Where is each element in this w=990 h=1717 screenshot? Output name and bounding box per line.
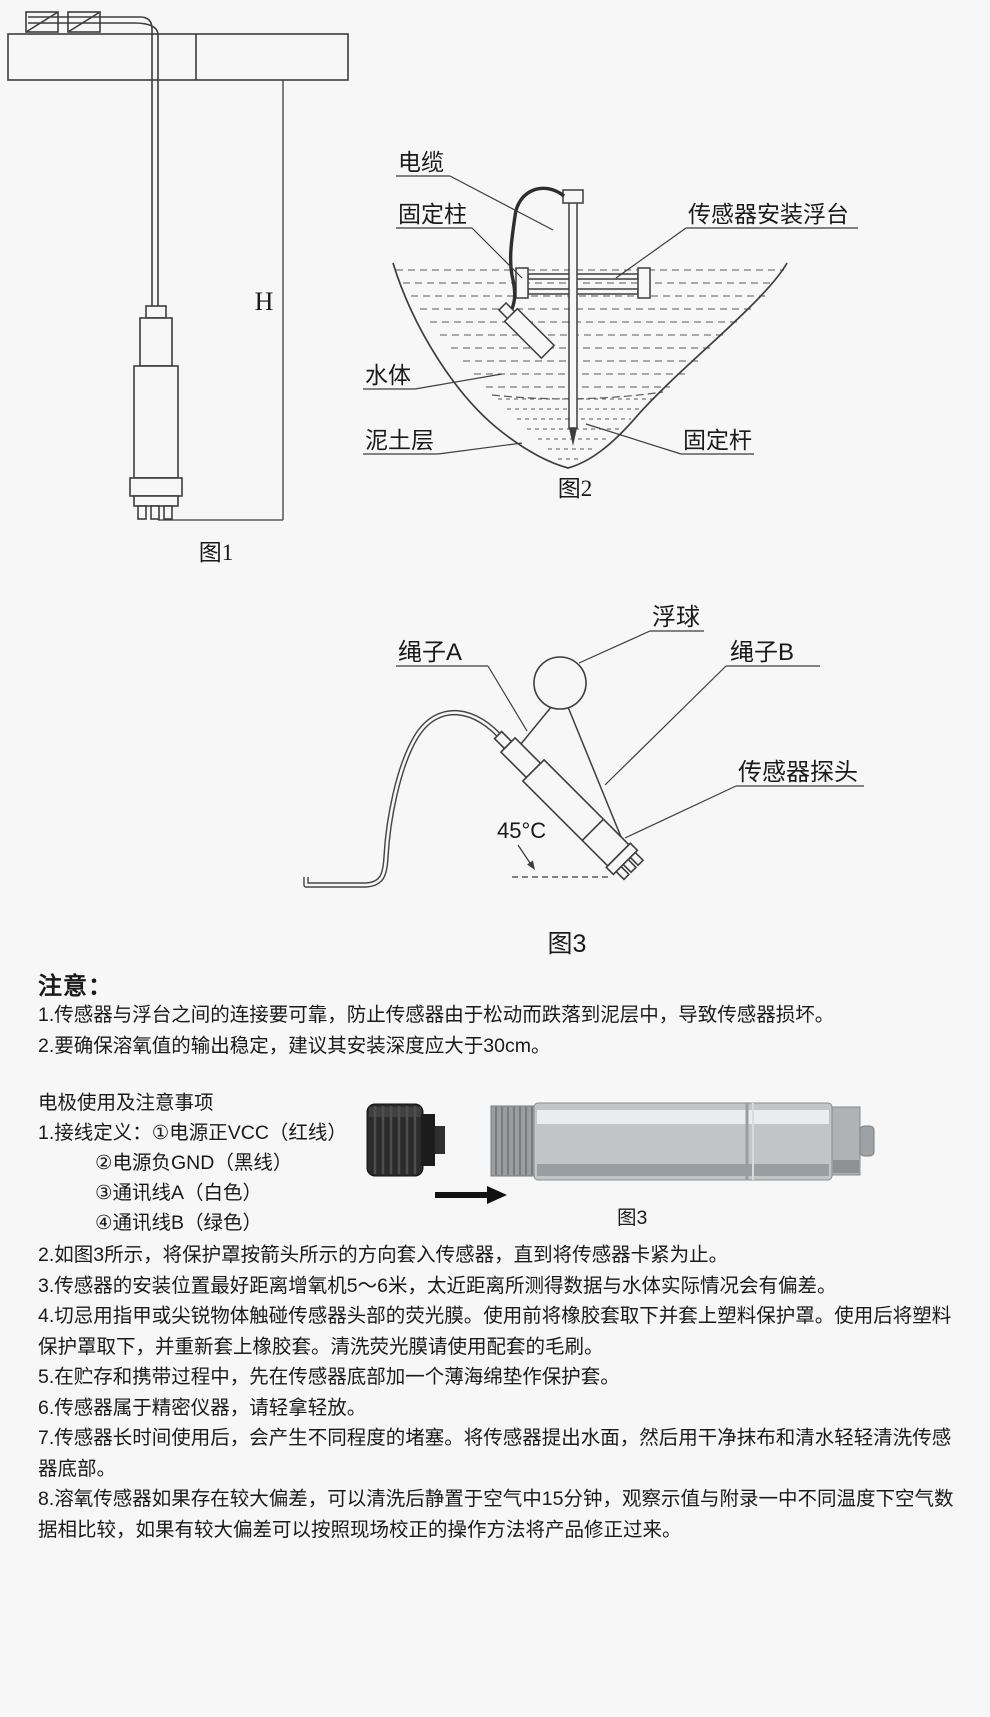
fig2-sensor (497, 301, 556, 360)
fig3-float-ball (533, 656, 587, 710)
fig2-pond-outline (392, 262, 788, 469)
note-item-1: 1.传感器与浮台之间的连接要可靠，防止传感器由于松动而跌落到泥层中，导致传感器损… (38, 1004, 835, 1026)
fig2-leader-lines (363, 175, 858, 455)
figure-3-float-ball-diagram: 浮球 绳子A 绳子B 传感器探头 45°C 图3 (303, 604, 864, 958)
instruction-item-8: 8.溶氧传感器如果存在较大偏差，可以清洗后静置于空气中15分钟，观察示值与附录一… (38, 1488, 954, 1541)
instruction-item-2: 2.如图3所示，将保护罩按箭头所示的方向套入传感器，直到将传感器卡紧为止。 (38, 1244, 729, 1266)
fig3-leader-lines (396, 630, 864, 839)
fig2-label-cable: 电缆 (398, 149, 444, 175)
wiring-line-2: ②电源负GND（黑线） (95, 1152, 293, 1174)
fig3-label-rope-a: 绳子A (398, 639, 462, 666)
electrode-section-title: 电极使用及注意事项 (38, 1092, 214, 1114)
sensor-product-image (366, 1102, 875, 1204)
fig2-float-platform (515, 267, 651, 299)
fig2-label-post: 固定柱 (398, 201, 467, 227)
fig3-label-rope-b: 绳子B (730, 639, 794, 666)
sensor-body (490, 1102, 875, 1181)
instruction-item-5: 5.在贮存和携带过程中，先在传感器底部加一个薄海绵垫作保护套。 (38, 1366, 620, 1388)
fig2-label-mud: 泥土层 (365, 427, 434, 453)
instruction-item-7: 7.传感器长时间使用后，会产生不同程度的堵塞。将传感器提出水面，然后用干净抹布和… (38, 1427, 952, 1480)
fig3-label-angle: 45°C (497, 818, 546, 843)
instruction-item-3: 3.传感器的安装位置最好距离增氧机5～6米，太近距离所测得数据与水体实际情况会有… (38, 1274, 837, 1297)
instruction-list: 2.如图3所示，将保护罩按箭头所示的方向套入传感器，直到将传感器卡紧为止。 3.… (38, 1240, 968, 1545)
figure-2-pond-installation-diagram: 电缆 固定柱 传感器安装浮台 水体 泥土层 固定杆 图2 (363, 149, 858, 501)
fig2-label-water: 水体 (365, 362, 411, 388)
fig3-label-float-ball: 浮球 (652, 604, 700, 631)
notes-title: 注意： (38, 973, 113, 1000)
fig2-label-rod: 固定杆 (683, 427, 752, 453)
fig3-label-probe: 传感器探头 (738, 759, 858, 786)
note-item-2: 2.要确保溶氧值的输出稳定，建议其安装深度应大于30cm。 (38, 1034, 551, 1057)
wiring-line-1: 1.接线定义：①电源正VCC（红线） (38, 1122, 347, 1144)
fig2-label-platform: 传感器安装浮台 (688, 201, 849, 227)
fig3-sensor-probe (493, 730, 645, 881)
fig1-cable-clamps (25, 11, 101, 33)
wiring-line-4: ④通讯线B（绿色） (95, 1212, 262, 1234)
fig1-cable (28, 16, 159, 308)
instruction-item-4: 4.切忌用指甲或尖锐物体触碰传感器头部的荧光膜。使用前将橡胶套取下并套上塑料保护… (38, 1305, 952, 1358)
product-image-caption: 图3 (617, 1207, 648, 1229)
instruction-item-6: 6.传感器属于精密仪器，请轻拿轻放。 (38, 1396, 367, 1419)
fig3-angle-marking (512, 844, 610, 878)
fig3-ropes (515, 705, 631, 860)
wiring-line-3: ③通讯线A（白色） (95, 1182, 262, 1204)
figure-1-installation-height-diagram: H 图1 (7, 11, 349, 565)
notes-list: 1.传感器与浮台之间的连接要可靠，防止传感器由于松动而跌落到泥层中，导致传感器损… (38, 1000, 963, 1061)
fig1-mount-platform (7, 33, 349, 81)
fig3-hook-rope (303, 710, 507, 888)
fig2-fixing-rod (562, 189, 584, 446)
fig1-dimension-line (158, 80, 284, 521)
fig3-caption: 图3 (548, 930, 587, 958)
fig1-h-label: H (255, 287, 274, 316)
fig1-sensor (129, 305, 183, 520)
fig1-caption: 图1 (199, 540, 234, 565)
insert-direction-arrow (435, 1186, 507, 1204)
fig2-water-lines (396, 269, 784, 388)
fig2-caption: 图2 (558, 476, 593, 501)
protective-cap (366, 1103, 445, 1177)
fig2-cable-line (508, 186, 566, 314)
